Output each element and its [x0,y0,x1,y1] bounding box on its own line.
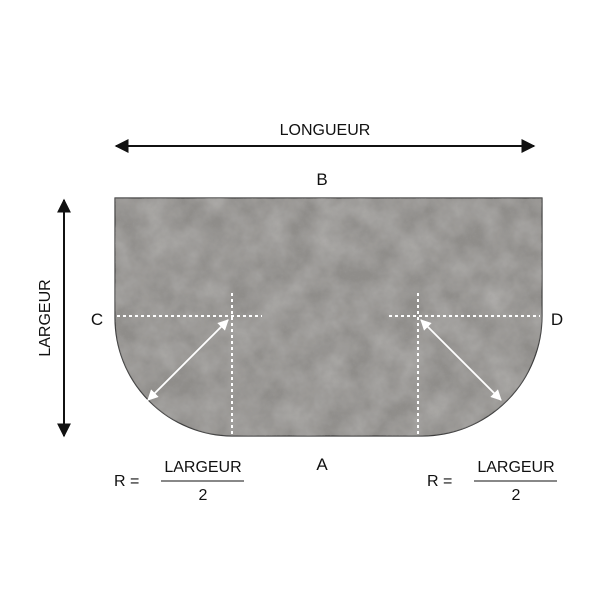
formula-right-denominator: 2 [512,487,521,504]
formula-right-numerator: LARGEUR [477,459,554,476]
radius-formula-right: R = LARGEUR 2 [427,459,557,504]
length-label: LONGUEUR [280,122,371,139]
left-radius-arrow [147,319,229,401]
formula-left-denominator: 2 [199,487,208,504]
width-label: LARGEUR [37,279,54,356]
edge-label-right: D [551,310,563,329]
formula-right-r: R = [427,473,452,490]
radius-formula-left: R = LARGEUR 2 [114,459,244,504]
edge-label-top: B [316,170,327,189]
right-radius-arrow [420,319,502,401]
edge-label-bottom: A [316,455,328,474]
formula-left-r: R = [114,473,139,490]
radius-guides [117,293,540,436]
radius-arrows [147,319,502,401]
formula-left-numerator: LARGEUR [164,459,241,476]
edge-label-left: C [91,310,103,329]
